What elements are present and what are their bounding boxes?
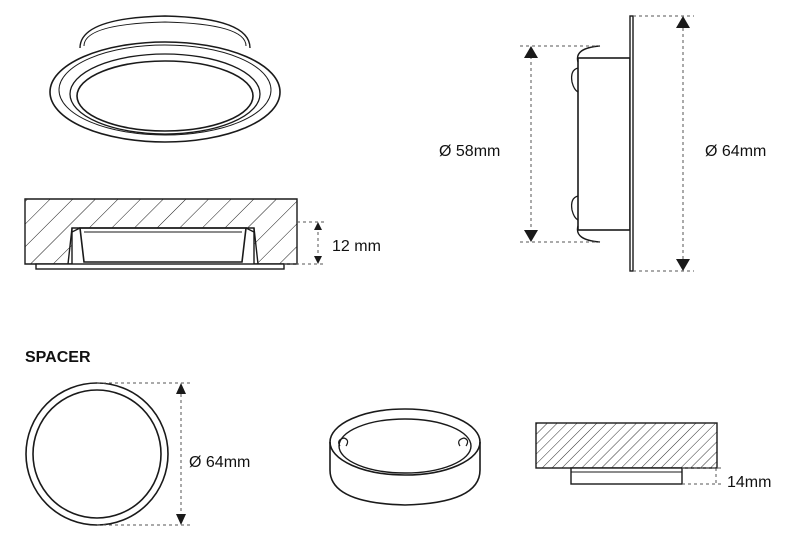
spacer-height-label: 14mm — [727, 474, 771, 491]
spacer-section-view — [535, 422, 722, 485]
downlight-section-view — [24, 198, 326, 270]
inner-diameter-label: Ø 58mm — [439, 143, 500, 160]
spacer-diameter-label: Ø 64mm — [189, 454, 250, 471]
downlight-perspective-view — [49, 15, 281, 143]
outer-diameter-label: Ø 64mm — [705, 143, 766, 160]
spacer-perspective-view — [329, 408, 481, 506]
downlight-side-view — [520, 15, 694, 272]
recess-depth-label: 12 mm — [332, 238, 381, 255]
spacer-front-view — [25, 382, 190, 526]
spacer-heading: SPACER — [25, 349, 91, 366]
